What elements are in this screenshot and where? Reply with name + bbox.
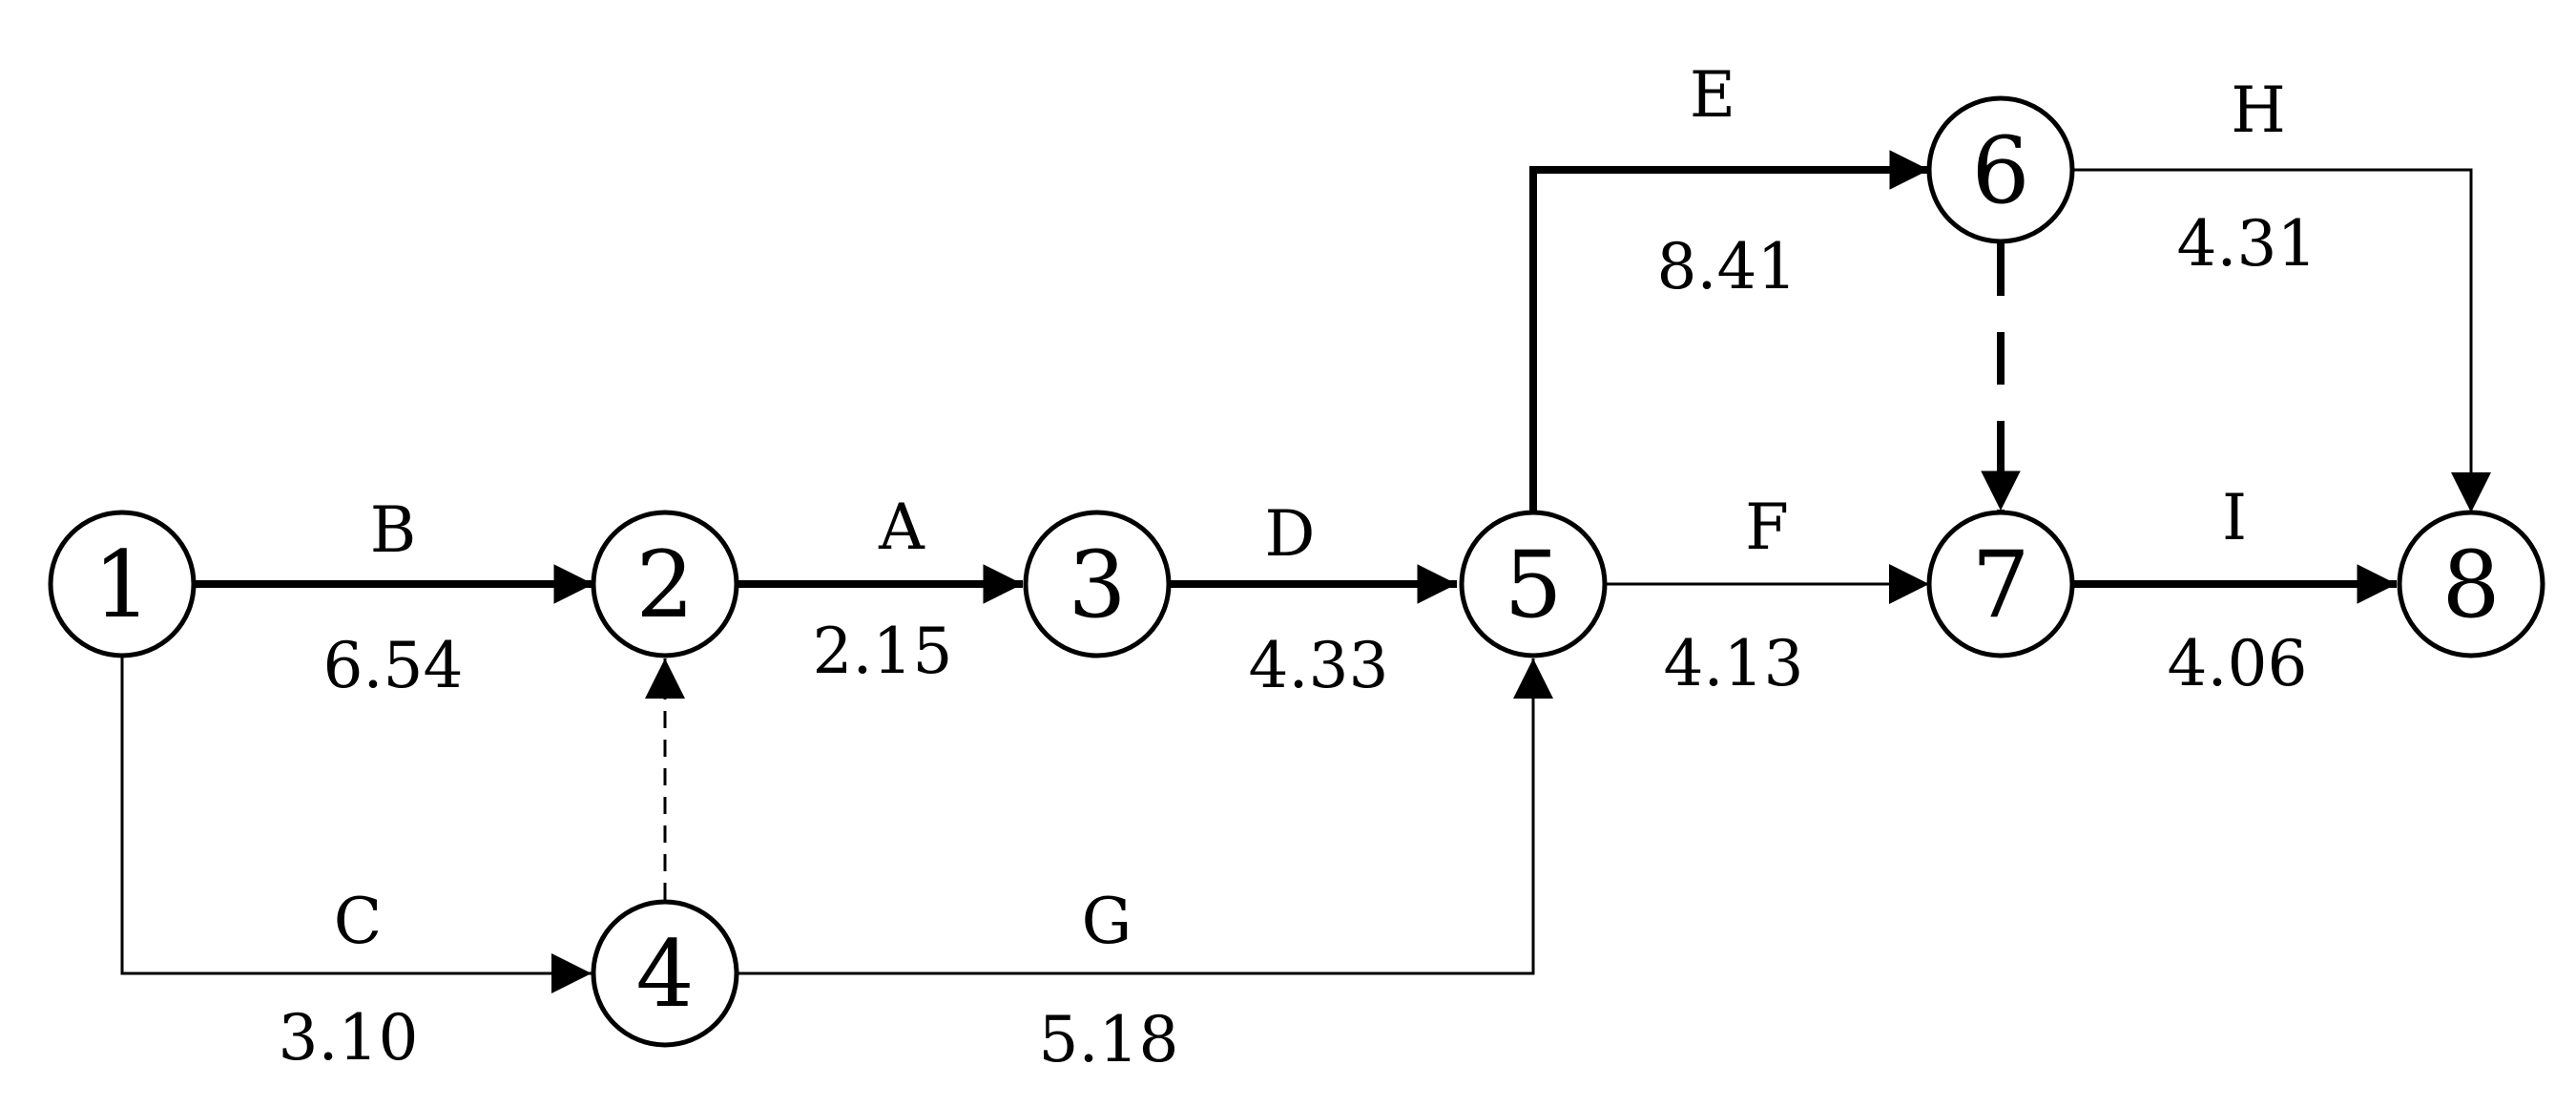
node-5-label: 5 (1504, 532, 1562, 638)
activity-G-letter: G (1082, 885, 1132, 958)
node-8-circle (2397, 510, 2545, 658)
activity-F-duration: 4.13 (1664, 627, 1804, 700)
node-7: 7 (1926, 510, 2075, 658)
activity-H-letter: H (2231, 73, 2286, 147)
activity-I-letter: I (2222, 481, 2247, 554)
node-2-circle (591, 510, 739, 658)
edges-layer (120, 150, 2491, 993)
activity-I-duration: 4.06 (2168, 627, 2308, 700)
activity-D-letter: D (1265, 497, 1316, 571)
activity-B-duration: 6.54 (323, 629, 464, 702)
node-3: 3 (1023, 510, 1172, 658)
node-6: 6 (1926, 95, 2075, 244)
arrow-E (1529, 150, 1929, 512)
arrow-H (2073, 168, 2491, 512)
node-4-label: 4 (635, 921, 694, 1028)
node-6-label: 6 (1971, 117, 2029, 224)
node-3-label: 3 (1068, 532, 1126, 638)
node-7-circle (1926, 510, 2075, 658)
nodes-layer: 1 2 3 4 5 6 7 8 (48, 95, 2545, 1048)
activity-H-duration: 4.31 (2177, 207, 2317, 281)
node-4: 4 (591, 899, 739, 1048)
activity-B-letter: B (370, 493, 417, 567)
activity-C-letter: C (334, 885, 383, 958)
activity-D-duration: 4.33 (1249, 629, 1389, 702)
node-1-circle (48, 510, 197, 658)
node-8-label: 8 (2441, 532, 2500, 638)
activity-C-duration: 3.10 (279, 1001, 419, 1075)
node-1-label: 1 (93, 532, 151, 638)
node-2: 2 (591, 510, 739, 658)
activity-E-letter: E (1690, 58, 1735, 132)
arrow-C (120, 656, 592, 993)
node-5: 5 (1459, 510, 1608, 658)
node-4-circle (591, 899, 739, 1048)
node-8: 8 (2397, 510, 2545, 658)
node-1: 1 (48, 510, 197, 658)
node-2-label: 2 (635, 532, 694, 638)
activity-F-letter: F (1745, 491, 1789, 564)
node-7-label: 7 (1971, 532, 2029, 638)
activity-A-letter: A (878, 491, 925, 564)
node-5-circle (1459, 510, 1608, 658)
arrow-G (737, 658, 1553, 975)
activity-A-duration: 2.15 (813, 615, 953, 688)
activity-E-duration: 8.41 (1657, 230, 1797, 303)
activity-labels-layer: B 6.54 A 2.15 D 4.33 E 8.41 F 4.13 I 4.0… (279, 58, 2317, 1076)
node-6-circle (1926, 95, 2075, 244)
activity-G-duration: 5.18 (1039, 1003, 1179, 1076)
node-3-circle (1023, 510, 1172, 658)
